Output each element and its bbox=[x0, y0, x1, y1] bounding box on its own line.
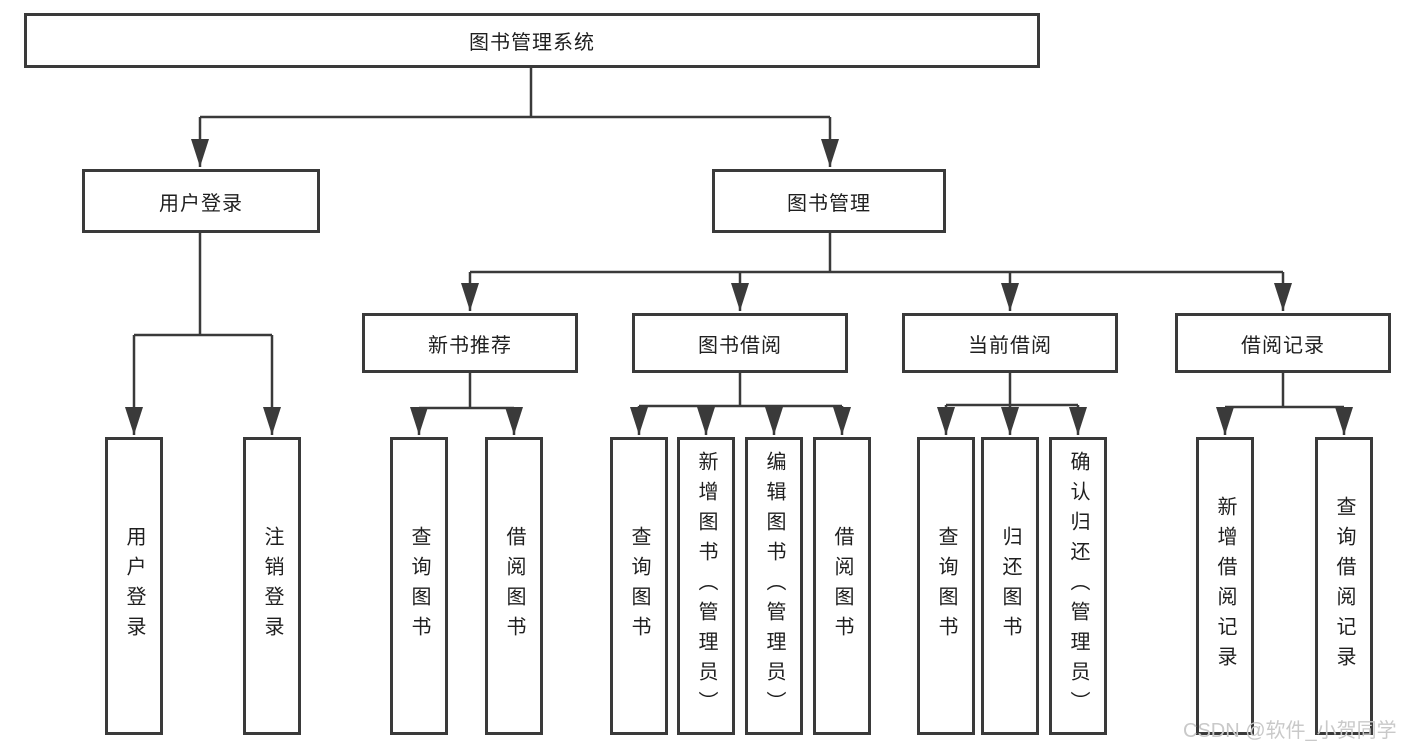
leaf-nb-query-label: 查询图书 bbox=[408, 526, 430, 646]
leaf-bw-add: 新增图书（管理员） bbox=[677, 437, 735, 735]
node-user-login-label: 用户登录 bbox=[159, 192, 243, 215]
leaf-cur-confirm-label: 确认归还（管理员） bbox=[1067, 451, 1089, 721]
node-root-label: 图书管理系统 bbox=[469, 32, 595, 54]
leaf-cur-query: 查询图书 bbox=[917, 437, 975, 735]
leaf-rec-query: 查询借阅记录 bbox=[1315, 437, 1373, 735]
leaf-cur-confirm: 确认归还（管理员） bbox=[1049, 437, 1107, 735]
leaf-cur-query-label: 查询图书 bbox=[935, 526, 957, 646]
leaf-bw-add-label: 新增图书（管理员） bbox=[695, 451, 717, 721]
leaf-bw-borrow-label: 借阅图书 bbox=[831, 526, 853, 646]
leaf-nb-borrow-label: 借阅图书 bbox=[503, 526, 525, 646]
node-book-borrow-label: 图书借阅 bbox=[698, 334, 782, 357]
leaf-rec-query-label: 查询借阅记录 bbox=[1333, 496, 1355, 676]
leaf-rec-add: 新增借阅记录 bbox=[1196, 437, 1254, 735]
node-current-borrow-label: 当前借阅 bbox=[968, 334, 1052, 357]
csdn-watermark: CSDN @软件_小贺同学 bbox=[1183, 720, 1397, 742]
leaf-rec-add-label: 新增借阅记录 bbox=[1214, 496, 1236, 676]
node-book-mgmt-label: 图书管理 bbox=[787, 192, 871, 215]
node-borrow-record: 借阅记录 bbox=[1175, 313, 1391, 373]
leaf-logout: 注销登录 bbox=[243, 437, 301, 735]
node-new-book-rec-label: 新书推荐 bbox=[428, 334, 512, 357]
leaf-bw-query: 查询图书 bbox=[610, 437, 668, 735]
leaf-logout-label: 注销登录 bbox=[261, 526, 283, 646]
leaf-bw-edit: 编辑图书（管理员） bbox=[745, 437, 803, 735]
leaf-nb-borrow: 借阅图书 bbox=[485, 437, 543, 735]
node-borrow-record-label: 借阅记录 bbox=[1241, 334, 1325, 357]
leaf-user-login-label: 用户登录 bbox=[123, 526, 145, 646]
leaf-user-login: 用户登录 bbox=[105, 437, 163, 735]
leaf-cur-return: 归还图书 bbox=[981, 437, 1039, 735]
node-root: 图书管理系统 bbox=[24, 13, 1040, 68]
node-book-borrow: 图书借阅 bbox=[632, 313, 848, 373]
leaf-bw-query-label: 查询图书 bbox=[628, 526, 650, 646]
node-book-mgmt: 图书管理 bbox=[712, 169, 946, 233]
node-current-borrow: 当前借阅 bbox=[902, 313, 1118, 373]
node-new-book-rec: 新书推荐 bbox=[362, 313, 578, 373]
leaf-cur-return-label: 归还图书 bbox=[999, 526, 1021, 646]
leaf-bw-borrow: 借阅图书 bbox=[813, 437, 871, 735]
node-user-login: 用户登录 bbox=[82, 169, 320, 233]
leaf-nb-query: 查询图书 bbox=[390, 437, 448, 735]
leaf-bw-edit-label: 编辑图书（管理员） bbox=[763, 451, 785, 721]
